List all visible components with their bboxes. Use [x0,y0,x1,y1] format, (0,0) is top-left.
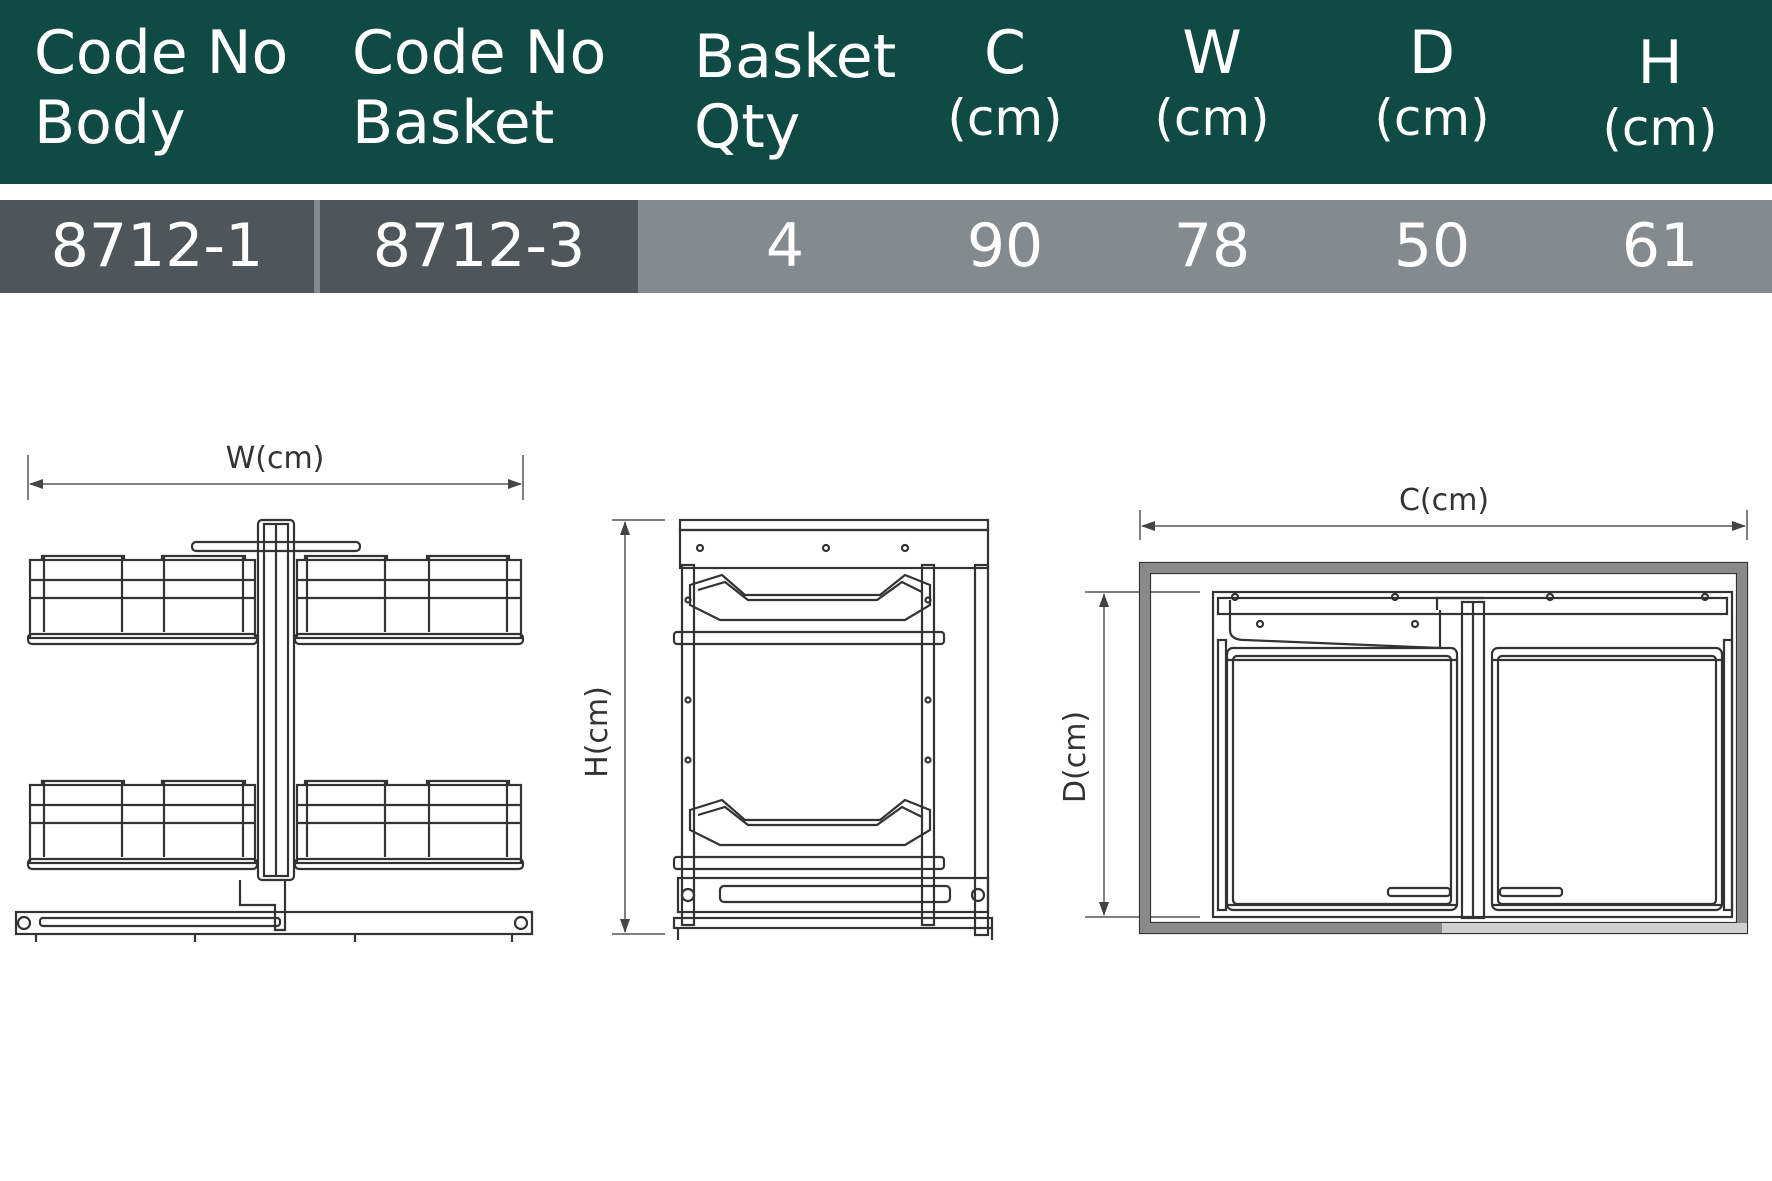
header-line2: (cm) [1374,89,1490,147]
header-line1: Code No [34,18,289,88]
top-view: C(cm) D(cm) [1058,483,1749,935]
side-view: H(cm) [580,518,994,940]
dimension-c: C(cm) [1139,483,1748,540]
value-d: 50 [1393,211,1471,281]
value-h: 61 [1621,211,1699,281]
dimension-h: H(cm) [580,519,665,935]
header-line2: (cm) [947,89,1063,147]
header-line2: (cm) [1154,89,1270,147]
header-line2: Basket [352,88,555,158]
value-code-no-basket: 8712-3 [320,200,638,293]
header-line1: D [1408,18,1456,88]
lower-basket-row [26,779,525,871]
header-line2: Qty [694,92,801,162]
value-w: 78 [1173,211,1251,281]
table-value-row: 8712-1 8712-3 4 90 78 50 61 [0,200,1772,293]
header-code-no-basket: Code No Basket [352,18,606,158]
header-d-cm: D (cm) [1347,18,1517,148]
header-line1: C [984,18,1026,88]
w-dimension-label: W(cm) [226,441,325,476]
header-line1: Basket [694,22,897,92]
value-code-no-body: 8712-1 [0,200,314,293]
header-line2: (cm) [1602,99,1718,157]
header-w-cm: W (cm) [1127,18,1297,148]
c-dimension-label: C(cm) [1399,483,1489,518]
value-c: 90 [966,211,1044,281]
h-dimension-label: H(cm) [580,686,615,778]
front-view: W(cm) [14,441,534,942]
header-h-cm: H (cm) [1575,28,1745,158]
upper-basket-row [26,554,525,646]
header-line1: Code No [352,18,607,88]
d-dimension-label: D(cm) [1058,711,1093,803]
header-basket-qty: Basket Qty [694,22,896,162]
dimension-d: D(cm) [1058,591,1200,918]
table-header-row: Code No Body Code No Basket Basket Qty C… [0,0,1772,184]
header-line2: Body [34,88,186,158]
header-line1: H [1637,28,1683,98]
header-line1: W [1182,18,1242,88]
header-c-cm: C (cm) [920,18,1090,148]
value-basket-qty: 4 [765,211,805,281]
dimension-w: W(cm) [27,441,524,500]
technical-drawings: W(cm) [14,441,1749,942]
header-code-no-body: Code No Body [34,18,288,158]
